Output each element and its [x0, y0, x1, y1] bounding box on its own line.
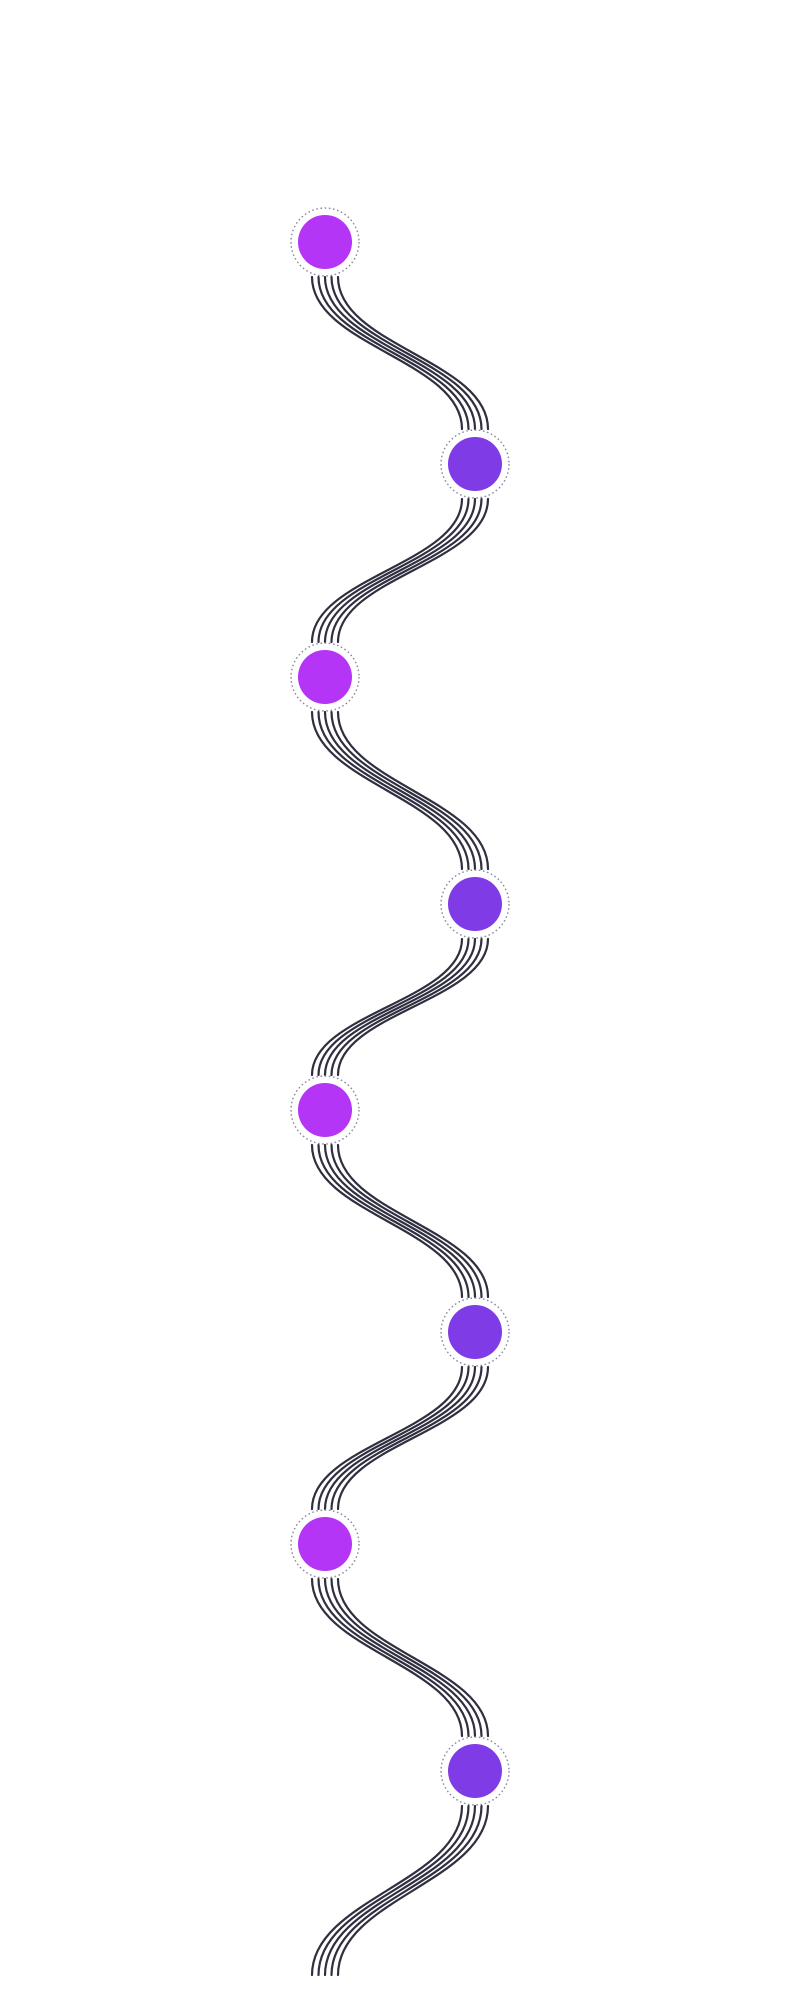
node-dot: [298, 1517, 352, 1571]
timeline-node-6: [440, 1297, 510, 1367]
timeline-node-8: [440, 1736, 510, 1806]
wave-strand-2-4: [330, 497, 483, 644]
wave-strand-7-3: [323, 1577, 477, 1738]
wave-strand-5-2: [317, 1143, 470, 1299]
node-dot: [298, 650, 352, 704]
wave-strand-3-3: [323, 710, 477, 871]
wave-strand-1-1: [310, 275, 464, 431]
wave-strand-2-5: [336, 497, 490, 644]
wave-strand-6-1: [310, 1365, 464, 1511]
timeline-node-7: [290, 1509, 360, 1579]
wave-strand-8-4: [330, 1804, 483, 1977]
wave-strand-7-2: [317, 1577, 470, 1738]
wave-strand-5-1: [310, 1143, 464, 1299]
wave-strand-7-4: [330, 1577, 483, 1738]
wave-strand-2-2: [317, 497, 470, 644]
wave-strand-4-2: [317, 937, 470, 1077]
wave-strand-5-5: [336, 1143, 490, 1299]
wave-strand-5-3: [323, 1143, 477, 1299]
wave-strand-4-4: [330, 937, 483, 1077]
wave-strand-4-1: [310, 937, 464, 1077]
wave-connectors: [310, 275, 490, 1977]
wave-strand-3-5: [336, 710, 490, 871]
wave-strand-1-4: [330, 275, 483, 431]
wave-strand-3-1: [310, 710, 464, 871]
wave-strand-8-3: [323, 1804, 477, 1977]
wave-strand-5-4: [330, 1143, 483, 1299]
timeline-node-3: [290, 642, 360, 712]
node-dot: [448, 437, 502, 491]
wave-strand-8-1: [310, 1804, 464, 1977]
wave-strand-6-3: [323, 1365, 477, 1511]
timeline-node-1: [290, 207, 360, 277]
wave-strand-7-5: [336, 1577, 490, 1738]
wave-strand-6-4: [330, 1365, 483, 1511]
node-dot: [298, 1083, 352, 1137]
wave-strand-3-4: [330, 710, 483, 871]
timeline-nodes: [290, 207, 510, 1806]
node-dot: [298, 215, 352, 269]
wave-strand-1-5: [336, 275, 490, 431]
wave-strand-2-1: [310, 497, 464, 644]
wave-strand-8-5: [336, 1804, 490, 1977]
wave-strand-1-2: [317, 275, 470, 431]
wave-strand-2-3: [323, 497, 477, 644]
wave-strand-6-2: [317, 1365, 470, 1511]
node-dot: [448, 877, 502, 931]
node-dot: [448, 1744, 502, 1798]
wave-strand-6-5: [336, 1365, 490, 1511]
wave-strand-4-5: [336, 937, 490, 1077]
timeline-node-4: [440, 869, 510, 939]
wave-strand-1-3: [323, 275, 477, 431]
wave-strand-3-2: [317, 710, 470, 871]
node-dot: [448, 1305, 502, 1359]
wave-strand-8-2: [317, 1804, 470, 1977]
wave-strand-4-3: [323, 937, 477, 1077]
wave-strand-7-1: [310, 1577, 464, 1738]
timeline-node-2: [440, 429, 510, 499]
timeline-node-5: [290, 1075, 360, 1145]
